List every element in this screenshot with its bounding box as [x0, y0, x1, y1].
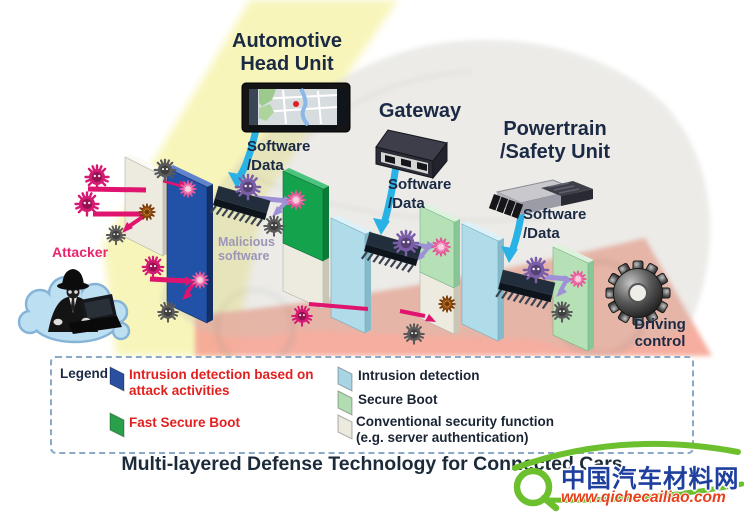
virus-icon	[74, 191, 100, 217]
impact-starbursts	[137, 179, 588, 314]
legend-item-label: Intrusion detection based on attack acti…	[129, 367, 314, 398]
chip-gateway	[360, 231, 422, 273]
panel-intrusion-detection-1	[330, 215, 371, 334]
head-unit-label: Automotive Head Unit	[232, 30, 342, 75]
attack-arrows	[87, 179, 436, 322]
virus-icon	[84, 164, 110, 190]
attacker-cloud-icon	[17, 269, 131, 344]
legend-item-label: Conventional security function (e.g. ser…	[356, 414, 555, 445]
gateway-device	[375, 129, 448, 180]
legend-swatch-intrusion-attack	[109, 366, 125, 392]
legend-title: Legend	[60, 366, 109, 381]
virus-icon	[522, 256, 550, 284]
watermark-site-url: www.qichecailiao.com	[561, 489, 726, 506]
virus-icon	[153, 158, 177, 182]
legend-item-label: Secure Boot	[358, 392, 438, 407]
legend-swatch-intrusion-detection	[337, 366, 353, 392]
panel-secure-boot-1	[419, 203, 460, 335]
virus-icon	[105, 224, 127, 246]
legend: Legend Intrusion detection based on atta…	[50, 356, 694, 454]
legend-item-label: Intrusion detection	[358, 368, 480, 383]
legend-swatch-fast-secure-boot	[109, 412, 125, 438]
panel-secure-boot-2	[552, 244, 594, 352]
virus-icon	[403, 323, 425, 345]
chip-head-unit	[209, 185, 271, 227]
attacker-label: Attacker	[51, 244, 109, 260]
diagram-caption: Multi-layered Defense Technology for Con…	[121, 453, 623, 475]
watermark-site-name: 中国汽车材料网	[561, 466, 740, 493]
chip-powertrain	[495, 269, 556, 310]
gear-icon	[605, 260, 671, 326]
powertrain-label: Powertrain /Safety Unit	[499, 118, 611, 163]
legend-swatch-conventional	[337, 414, 353, 440]
software-data-label-2: Software /Data	[388, 176, 452, 212]
virus-icon	[141, 255, 165, 279]
software-data-label-3: Software /Data	[523, 206, 587, 242]
hacker-icon	[48, 269, 122, 334]
virus-icon	[551, 301, 573, 323]
gateway-label: Gateway	[378, 100, 462, 122]
virus-icon	[263, 215, 285, 237]
watermark-logo	[512, 440, 744, 512]
head-unit-device	[241, 82, 351, 133]
driving-control-label: Driving control	[634, 316, 686, 350]
legend-item-label: Fast Secure Boot	[129, 415, 241, 430]
legend-swatch-secure-boot	[337, 390, 353, 416]
software-data-label-1: Software /Data	[247, 138, 311, 174]
chips	[209, 185, 556, 310]
malicious-software-label: Malicious software	[218, 235, 275, 263]
virus-icon	[157, 301, 179, 323]
virus-icon	[291, 305, 313, 327]
panel-intrusion-detection-2	[461, 221, 504, 342]
panel-fast-secure-boot	[282, 168, 329, 310]
virus-icon	[392, 229, 420, 257]
powertrain-device	[488, 179, 593, 219]
virus-icon	[234, 173, 262, 201]
